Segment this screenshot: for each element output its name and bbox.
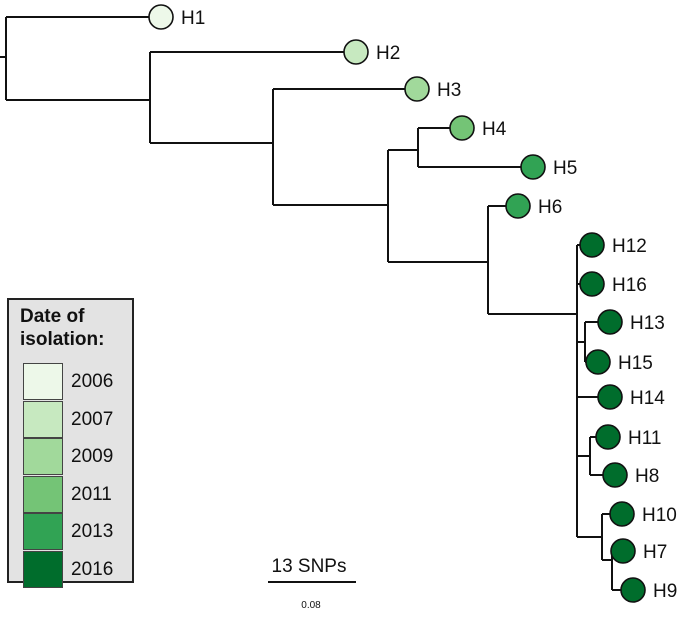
tip-label: H9	[653, 581, 677, 602]
tip-label: H10	[642, 505, 677, 526]
tip-h2: H2	[343, 39, 400, 65]
scale-bar: 13 SNPs 0.08	[268, 556, 356, 611]
tip-label: H11	[628, 428, 661, 449]
branch-clade-h10h7h9	[577, 514, 603, 560]
tip-label: H15	[618, 353, 653, 374]
tip-node	[404, 76, 430, 102]
tip-h8: H8	[602, 462, 659, 488]
root-branch	[0, 17, 7, 100]
tip-label: H6	[538, 197, 562, 218]
legend-entry: 2009	[23, 438, 133, 475]
tip-h5: H5	[520, 154, 577, 180]
legend-swatch	[23, 513, 63, 550]
branch-clade-h7h9	[602, 551, 613, 590]
tip-node	[579, 271, 605, 297]
legend-label: 2006	[71, 371, 114, 392]
tip-h7: H7	[610, 538, 667, 564]
branch-clade-d	[388, 206, 489, 314]
tip-label: H4	[482, 119, 507, 140]
tip-h10: H10	[609, 501, 677, 527]
tip-h11: H11	[595, 424, 661, 450]
tip-h4: H4	[449, 115, 507, 141]
tip-h3: H3	[404, 76, 461, 102]
branch-clade-h4h5	[388, 128, 419, 167]
legend-entry: 2007	[23, 400, 133, 438]
tip-label: H7	[643, 542, 667, 563]
legend-label: 2009	[71, 446, 114, 467]
tip-label: H13	[630, 313, 665, 334]
tip-node	[595, 424, 621, 450]
legend-label: 2011	[71, 483, 112, 505]
legend-swatch	[23, 550, 63, 588]
branch-clade-h13h15	[577, 322, 586, 362]
tip-node	[449, 115, 475, 141]
legend-swatch	[23, 400, 63, 438]
legend-title: Date of isolation:	[20, 306, 105, 350]
tip-node	[520, 154, 546, 180]
branch-clade-a	[6, 52, 151, 143]
legend-label: 2016	[71, 558, 114, 580]
tip-node	[610, 538, 636, 564]
tip-h12: H12	[579, 232, 647, 258]
tip-h14: H14	[597, 384, 665, 410]
branch-clade-b	[150, 89, 274, 205]
tip-label: H16	[612, 275, 647, 296]
tip-node	[579, 232, 605, 258]
tip-node	[597, 309, 623, 335]
legend-entry: 2011	[23, 475, 133, 513]
scale-bar-label: 13 SNPs	[272, 556, 347, 577]
legend-label: 2007	[71, 408, 114, 430]
tip-node	[597, 384, 623, 410]
tip-label: H8	[635, 466, 659, 487]
tip-label: H12	[612, 236, 647, 257]
branch-clade-h11h8	[577, 437, 591, 475]
legend-entry: 2006	[23, 363, 133, 400]
tip-h9: H9	[620, 577, 677, 603]
branch-clade-2016	[488, 245, 578, 537]
tip-node	[505, 193, 531, 219]
legend-entry: 2013	[23, 513, 133, 550]
tip-label: H3	[437, 80, 461, 101]
legend-swatch	[23, 438, 63, 475]
tip-h6: H6	[505, 193, 562, 219]
tip-h1: H1	[148, 4, 205, 30]
tip-label: H1	[181, 8, 205, 29]
legend-label: 2013	[71, 521, 114, 542]
tip-h15: H15	[585, 349, 653, 375]
tip-label: H2	[376, 43, 400, 64]
tip-node	[585, 349, 611, 375]
legend-box: Date of isolation: 2006 2007 2009 2011 2013 2…	[7, 298, 134, 588]
scale-bar-value: 0.08	[301, 600, 321, 611]
tip-label: H5	[553, 158, 577, 179]
legend-entry: 2016	[23, 550, 133, 588]
branch-clade-c	[273, 150, 389, 262]
tip-node	[609, 501, 635, 527]
tip-label: H14	[630, 388, 665, 409]
legend-swatch	[23, 363, 63, 400]
tip-h13: H13	[597, 309, 665, 335]
tip-node	[343, 39, 369, 65]
tip-node	[602, 462, 628, 488]
tip-node	[148, 4, 174, 30]
tip-h16: H16	[579, 271, 647, 297]
tip-node	[620, 577, 646, 603]
legend-swatch	[23, 475, 63, 513]
